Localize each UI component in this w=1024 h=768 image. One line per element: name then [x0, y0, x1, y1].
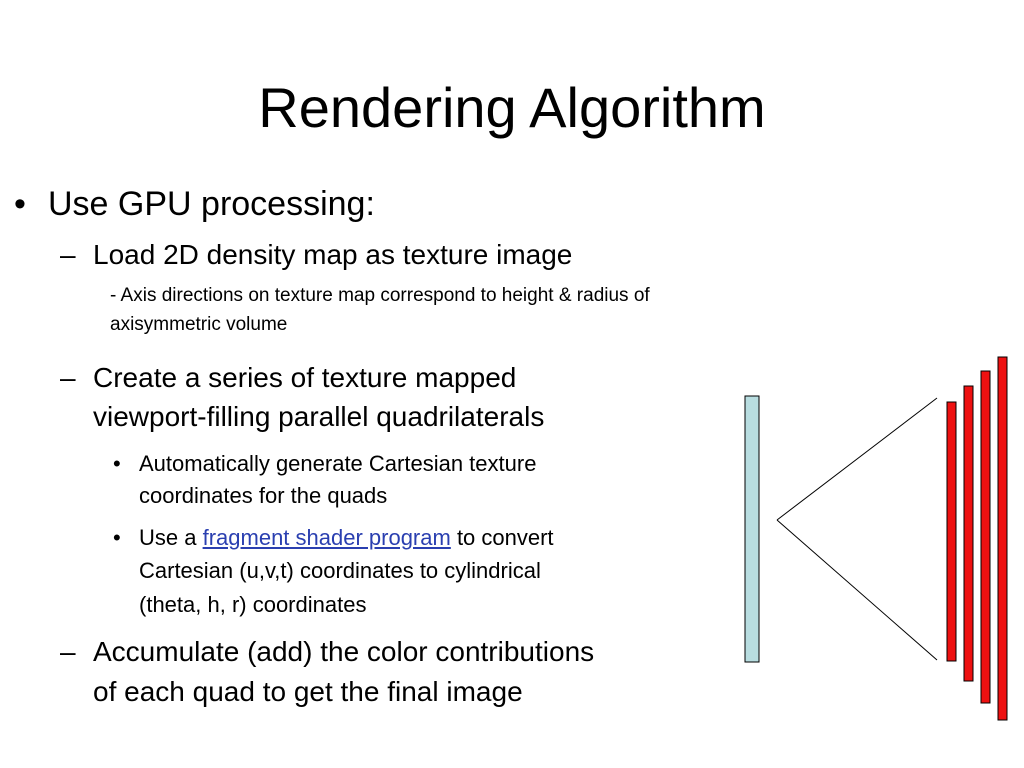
- subsub-auto-generate-line1: Automatically generate Cartesian texture: [139, 451, 537, 476]
- slide-title: Rendering Algorithm: [258, 76, 766, 139]
- subsub-auto-generate-line2: coordinates for the quads: [139, 483, 388, 508]
- sub-bullet-create-quads-line2: viewport-filling parallel quadrilaterals: [93, 401, 545, 432]
- sub-bullet-accumulate-line1: Accumulate (add) the color contributions: [93, 636, 595, 667]
- bullet-use-gpu: Use GPU processing:: [48, 185, 375, 223]
- note-axis-directions-line2: axisymmetric volume: [110, 314, 288, 335]
- bullet-marker: •: [113, 451, 121, 476]
- subsub-fragment-shader-line1: Use a fragment shader program to convert: [139, 524, 554, 551]
- frustum-line-top: [776, 397, 938, 521]
- frustum-line-bottom: [776, 519, 938, 661]
- texture-quad-2: [963, 385, 974, 682]
- subsub-fragment-shader-line2: Cartesian (u,v,t) coordinates to cylindr…: [139, 558, 541, 583]
- sub-bullet-create-quads-line1: Create a series of texture mapped: [93, 362, 517, 393]
- dash-marker: –: [60, 239, 76, 270]
- dash-marker: –: [60, 636, 76, 667]
- sub-bullet-accumulate-line2: of each quad to get the final image: [93, 676, 523, 707]
- subsub-fragment-shader-suffix: to convert: [450, 525, 554, 550]
- texture-quad-4: [997, 356, 1008, 721]
- subsub-fragment-shader-line3: (theta, h, r) coordinates: [139, 592, 367, 617]
- note-axis-directions-line1: - Axis directions on texture map corresp…: [110, 285, 650, 306]
- subsub-fragment-shader-prefix: Use a: [139, 525, 203, 550]
- sub-bullet-load-density-map: Load 2D density map as texture image: [93, 239, 573, 270]
- bullet-marker: •: [113, 525, 121, 550]
- dash-marker: –: [60, 362, 76, 393]
- bullet-marker: •: [14, 185, 26, 223]
- viewport-plane: [744, 395, 760, 663]
- texture-quad-3: [980, 370, 991, 704]
- texture-quad-1: [946, 401, 957, 662]
- fragment-shader-link[interactable]: fragment shader program: [202, 525, 451, 550]
